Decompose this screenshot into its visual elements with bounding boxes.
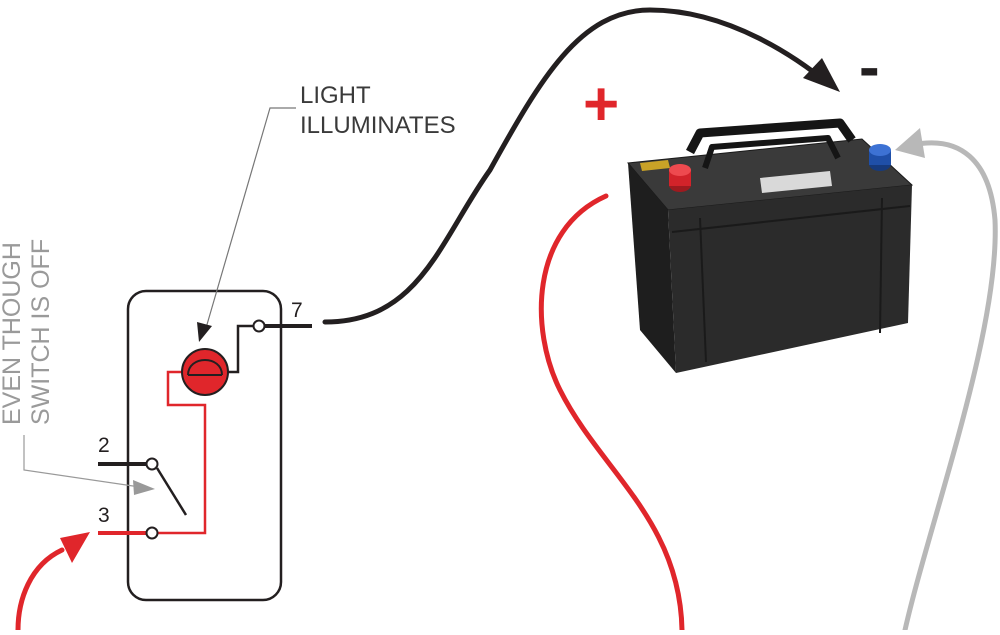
feed-wire-arrow	[60, 532, 90, 563]
internal-black-circuit	[224, 324, 253, 374]
lamp-icon	[181, 348, 229, 396]
switch-note-leader-line	[23, 435, 141, 488]
ground-wire	[902, 140, 998, 633]
positive-wire	[538, 193, 685, 633]
light-label-line1: LIGHT	[300, 82, 371, 109]
light-leader-arrow	[197, 322, 212, 342]
ground-wire-arrow	[895, 128, 925, 158]
plus-sign: +	[583, 70, 619, 139]
switch-note-leader-arrow	[133, 480, 155, 495]
terminal-7-contact	[252, 319, 266, 333]
negative-wire-arrow	[803, 58, 840, 92]
minus-sign: -	[859, 33, 880, 102]
light-leader-line	[205, 107, 296, 329]
switch-blade	[155, 467, 188, 516]
terminal-3-contact	[145, 526, 159, 540]
terminal-2-label: 2	[98, 434, 110, 457]
light-label-line2: ILLUMINATES	[300, 112, 456, 139]
switch-note-line2: SWITCH IS OFF	[27, 239, 55, 425]
terminal-2-contact	[145, 457, 159, 471]
battery-icon	[627, 118, 914, 373]
switch-note-line1: EVEN THOUGH	[0, 242, 26, 425]
internal-red-circuit	[157, 370, 207, 535]
terminal-7-label: 7	[291, 299, 303, 322]
terminal-3-label: 3	[98, 504, 110, 527]
feed-wire	[15, 547, 65, 633]
negative-wire	[322, 7, 833, 325]
